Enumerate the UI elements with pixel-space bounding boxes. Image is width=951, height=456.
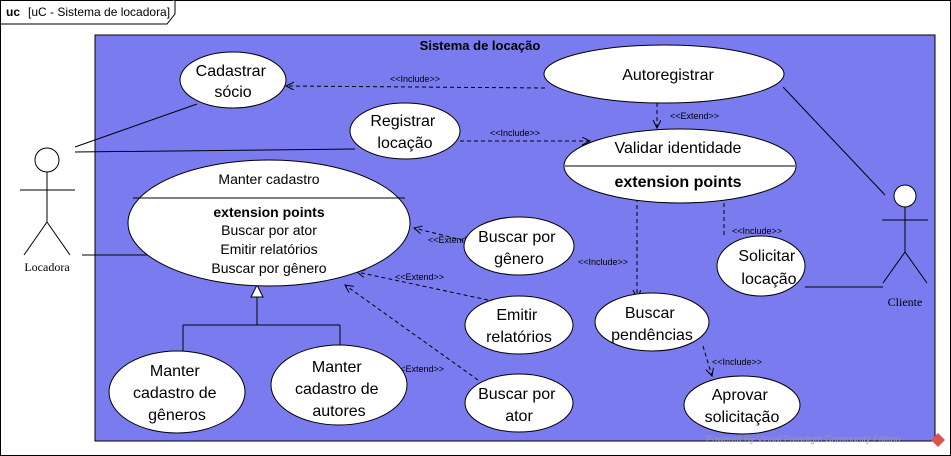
svg-text:Emitir relatórios: Emitir relatórios	[220, 241, 317, 257]
use-case-validar-identidade[interactable]: Validar identidade extension points	[563, 128, 797, 204]
label-include-pendencias: <<Include>>	[578, 257, 628, 267]
use-case-emitir-relatorios[interactable]: Emitir relatórios	[464, 295, 574, 355]
svg-text:Manter cadastro de: Manter cadastro de gêneros	[133, 363, 221, 424]
svg-text:extension points: extension points	[614, 174, 741, 191]
svg-text:Manter cadastro de: Manter cadastro de autores	[295, 359, 383, 420]
label-include-aprovar: <<Include>>	[712, 357, 762, 367]
use-case-buscar-ator[interactable]: Buscar por ator	[464, 373, 574, 433]
use-case-manter-cadastro[interactable]: Manter cadastro extension points Buscar …	[127, 159, 411, 287]
svg-text:Buscar por ator: Buscar por ator	[478, 386, 560, 425]
use-case-manter-generos[interactable]: Manter cadastro de gêneros	[108, 350, 246, 434]
svg-text:Autoregistrar: Autoregistrar	[622, 67, 714, 84]
svg-text:extension points: extension points	[213, 204, 324, 220]
svg-text:Aprovar solicitação: Aprovar solicitação	[705, 387, 780, 426]
use-case-buscar-pendencias[interactable]: Buscar pendências	[594, 292, 710, 352]
label-extend-ator: <<Extend>>	[395, 364, 444, 374]
svg-text:Cadastrar sócio: Cadastrar sócio	[196, 63, 271, 101]
frame-tab	[0, 0, 176, 25]
label-extend-relatorios: <<Extend>>	[395, 272, 444, 282]
watermark-text: Powered By Visual Paradigm Community Edi…	[706, 434, 900, 444]
actor-cliente-label: Cliente	[888, 295, 923, 309]
actor-locadora-label: Locadora	[24, 260, 70, 274]
svg-text:Buscar por gênero: Buscar por gênero	[478, 229, 560, 268]
frame-title: [uC - Sistema de locadora]	[28, 5, 170, 19]
svg-text:Buscar por gênero: Buscar por gênero	[211, 260, 326, 276]
svg-text:Buscar pendências: Buscar pendências	[611, 305, 693, 344]
svg-text:Buscar por ator: Buscar por ator	[221, 222, 317, 238]
use-case-aprovar-solicitacao[interactable]: Aprovar solicitação	[683, 375, 801, 435]
actor-locadora[interactable]	[20, 147, 75, 256]
label-include-registrar: <<Include>>	[490, 128, 540, 138]
visual-paradigm-logo-icon	[931, 433, 945, 447]
label-include-solicitar: <<Include>>	[732, 226, 782, 236]
svg-text:Registrar locação: Registrar locação	[370, 113, 439, 152]
svg-text:Manter cadastro: Manter cadastro	[218, 171, 319, 187]
svg-text:Validar identidade: Validar identidade	[615, 140, 742, 157]
label-extend-validar: <<Extend>>	[670, 111, 719, 121]
use-case-manter-autores[interactable]: Manter cadastro de autores	[270, 344, 408, 426]
svg-text:Emitir relatórios: Emitir relatórios	[486, 307, 552, 346]
actor-cliente[interactable]	[882, 184, 928, 284]
frame-kind: uc	[6, 5, 20, 19]
use-case-buscar-genero[interactable]: Buscar por gênero	[463, 216, 575, 276]
label-include-cadastrar: <<Include>>	[390, 74, 440, 84]
use-case-solicitar-locacao[interactable]: Solicitar locação	[716, 235, 806, 297]
label-extend-genero: <<Extend>>	[428, 235, 477, 245]
use-case-registrar-locacao[interactable]: Registrar locação	[349, 102, 461, 160]
use-case-autoregistrar[interactable]: Autoregistrar	[543, 44, 785, 104]
associations	[74, 86, 886, 288]
dependency-lines	[286, 86, 724, 381]
system-title: Sistema de locação	[420, 38, 541, 53]
use-case-cadastrar-socio[interactable]: Cadastrar sócio	[179, 51, 287, 109]
svg-text:Solicitar locação: Solicitar locação	[738, 248, 799, 288]
